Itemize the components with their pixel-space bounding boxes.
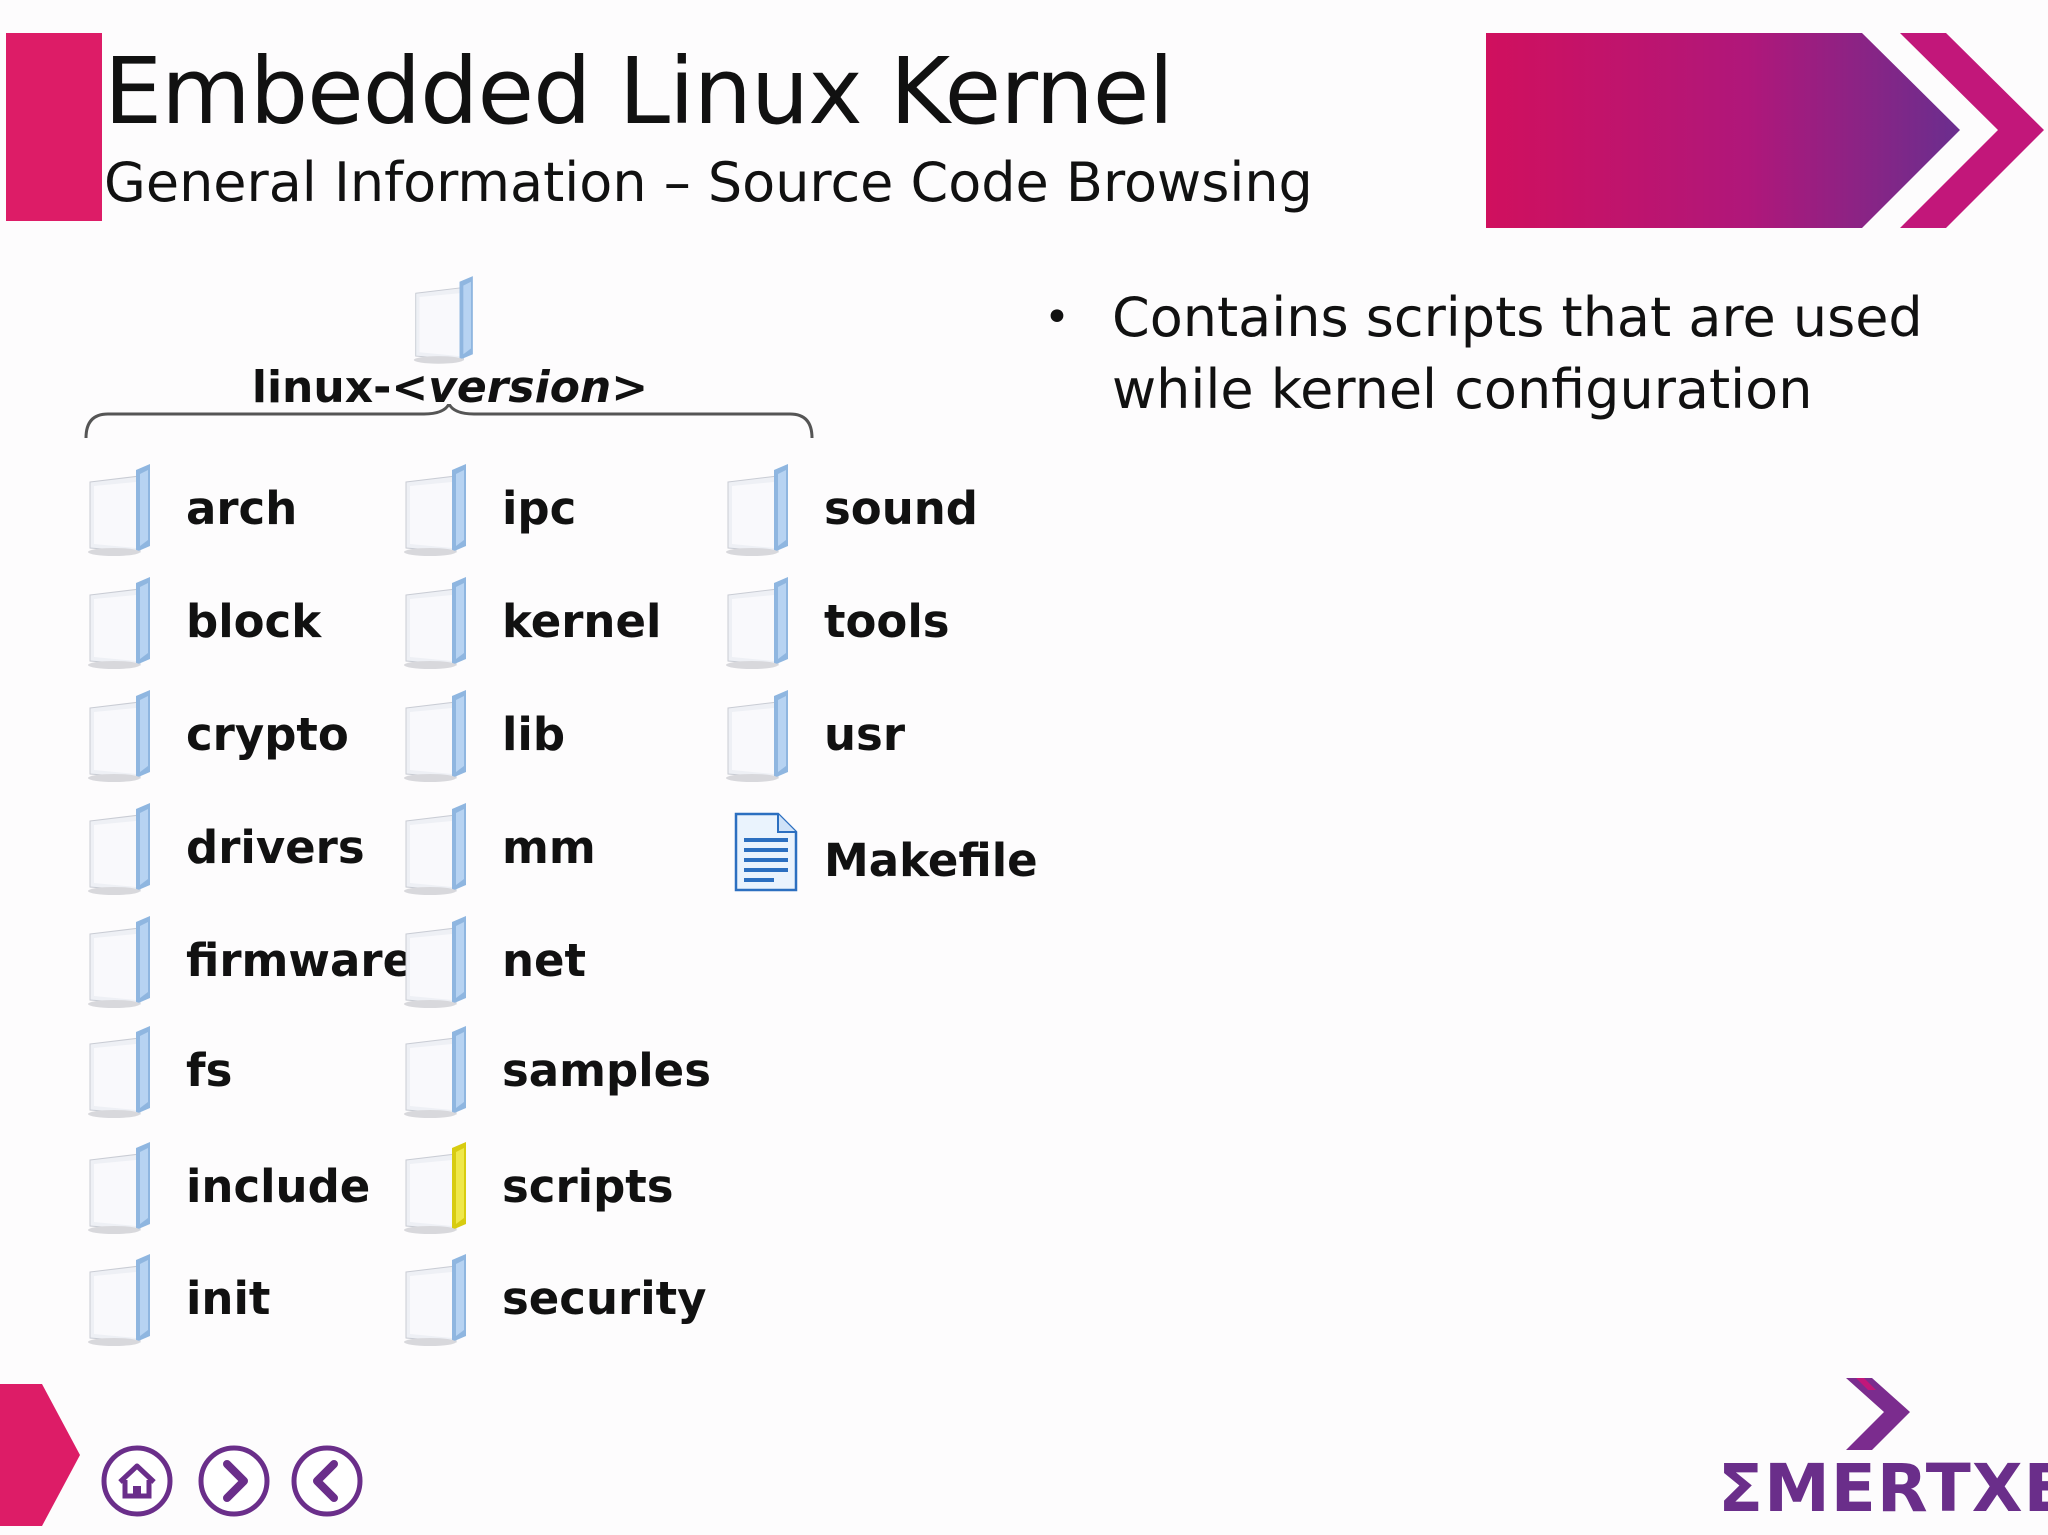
folder-item-security[interactable]: security — [400, 1250, 720, 1346]
folder-icon — [404, 690, 466, 782]
folder-label: kernel — [502, 595, 662, 648]
folder-icon — [726, 577, 788, 669]
folder-item-firmware[interactable]: firmware — [84, 912, 413, 1008]
file-item-makefile[interactable]: Makefile — [722, 808, 1042, 904]
folder-icon — [88, 577, 150, 669]
folder-label: block — [186, 595, 322, 648]
logo-chevron-mark — [1846, 1378, 1910, 1450]
root-folder-label: linux-<version> — [251, 362, 649, 413]
folder-icon — [88, 916, 150, 1008]
header-accent-bar — [6, 33, 102, 221]
folder-icon — [726, 690, 788, 782]
folder-label: net — [502, 934, 587, 987]
folder-item-scripts[interactable]: scripts — [400, 1138, 720, 1234]
folder-item-usr[interactable]: usr — [722, 686, 1042, 782]
folder-label: include — [186, 1160, 371, 1213]
folder-icon — [726, 464, 788, 556]
home-icon[interactable] — [100, 1444, 174, 1518]
folder-icon — [404, 577, 466, 669]
header-chevron-banner — [1486, 33, 2044, 228]
folder-label: security — [502, 1272, 707, 1325]
folder-label: crypto — [186, 708, 349, 761]
folder-label: drivers — [186, 821, 365, 874]
folder-label: mm — [502, 821, 596, 874]
folder-item-lib[interactable]: lib — [400, 686, 720, 782]
folder-item-tools[interactable]: tools — [722, 573, 1042, 669]
bullet-marker: • — [1044, 292, 1070, 343]
folder-item-block[interactable]: block — [84, 573, 404, 669]
tree-brace — [84, 404, 814, 439]
document-icon — [734, 812, 798, 892]
folder-item-kernel[interactable]: kernel — [400, 573, 720, 669]
slide-title: Embedded Linux Kernel — [104, 38, 1174, 145]
folder-label: ipc — [502, 482, 577, 535]
folder-label: fs — [186, 1044, 233, 1097]
chevron-right-icon[interactable] — [197, 1444, 271, 1518]
folder-label: usr — [824, 708, 906, 761]
root-folder-icon[interactable] — [410, 270, 490, 366]
folder-item-mm[interactable]: mm — [400, 799, 720, 895]
folder-icon — [404, 803, 466, 895]
folder-icon — [88, 464, 150, 556]
folder-item-ipc[interactable]: ipc — [400, 460, 720, 556]
folder-item-include[interactable]: include — [84, 1138, 404, 1234]
slide-subtitle: General Information – Source Code Browsi… — [104, 151, 1313, 214]
folder-icon — [88, 1026, 150, 1118]
bullet-text: Contains scripts that are used while ker… — [1112, 286, 1923, 421]
folder-item-sound[interactable]: sound — [722, 460, 1042, 556]
folder-item-samples[interactable]: samples — [400, 1022, 720, 1118]
folder-label: scripts — [502, 1160, 674, 1213]
folder-label: tools — [824, 595, 950, 648]
folder-icon — [88, 1254, 150, 1346]
folder-item-drivers[interactable]: drivers — [84, 799, 404, 895]
folder-label: arch — [186, 482, 298, 535]
footer-accent-arrow — [0, 1384, 80, 1526]
folder-item-arch[interactable]: arch — [84, 460, 404, 556]
file-label: Makefile — [824, 834, 1038, 887]
chevron-left-icon[interactable] — [290, 1444, 364, 1518]
folder-icon — [88, 803, 150, 895]
folder-item-init[interactable]: init — [84, 1250, 404, 1346]
folder-icon — [404, 464, 466, 556]
folder-label: firmware — [186, 934, 414, 987]
folder-label: samples — [502, 1044, 711, 1097]
emertxe-logo: ƩMERTXE — [1718, 1450, 2048, 1527]
folder-icon — [404, 1026, 466, 1118]
folder-icon-highlighted — [404, 1142, 466, 1234]
folder-icon — [404, 1254, 466, 1346]
folder-icon — [404, 916, 466, 1008]
folder-item-net[interactable]: net — [400, 912, 720, 1008]
folder-label: sound — [824, 482, 978, 535]
folder-label: lib — [502, 708, 566, 761]
folder-item-fs[interactable]: fs — [84, 1022, 404, 1118]
folder-icon — [88, 690, 150, 782]
folder-item-crypto[interactable]: crypto — [84, 686, 404, 782]
folder-icon — [88, 1142, 150, 1234]
folder-label: init — [186, 1272, 271, 1325]
